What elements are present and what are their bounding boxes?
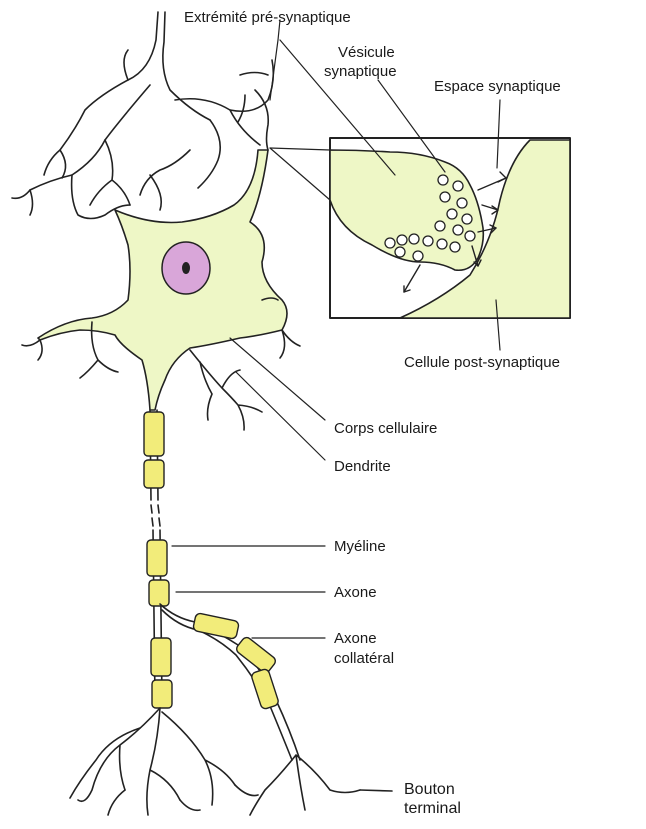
- label-vesicle-line1: Vésicule: [338, 44, 395, 61]
- label-vesicle-line2: synaptique: [324, 63, 397, 80]
- label-collateral-line2: collatéral: [334, 650, 394, 667]
- label-terminal-line2: terminal: [404, 800, 461, 818]
- label-dendrite: Dendrite: [334, 458, 391, 475]
- cell-body-shape: [38, 150, 287, 410]
- label-collateral-line1: Axone: [334, 630, 377, 647]
- label-cell-body: Corps cellulaire: [334, 420, 437, 437]
- label-presynaptic: Extrémité pré-synaptique: [184, 9, 351, 26]
- label-synaptic-space: Espace synaptique: [434, 78, 561, 95]
- label-terminal-line1: Bouton: [404, 781, 455, 799]
- label-myelin: Myéline: [334, 538, 386, 555]
- label-postsynaptic-cell: Cellule post-synaptique: [404, 354, 560, 371]
- label-axon: Axone: [334, 584, 377, 601]
- presynaptic-fiber: [60, 12, 158, 150]
